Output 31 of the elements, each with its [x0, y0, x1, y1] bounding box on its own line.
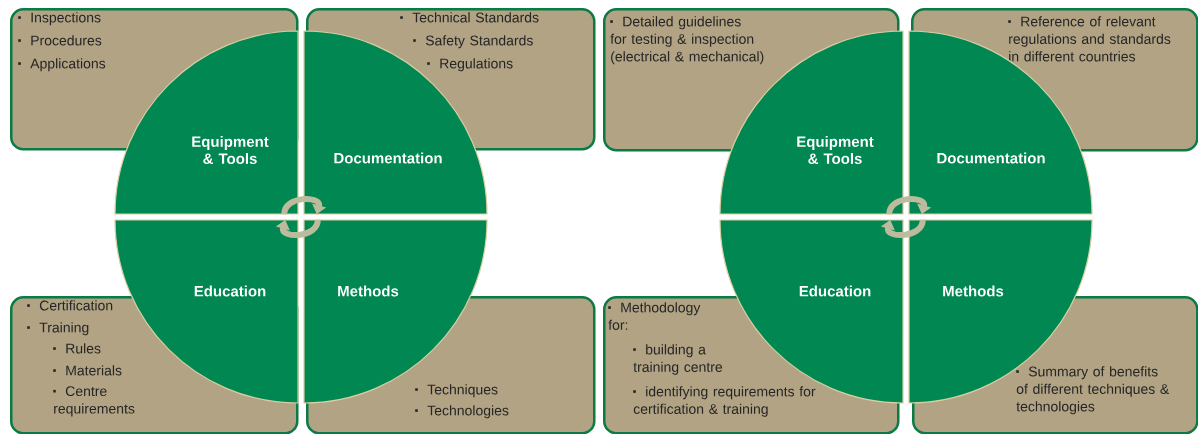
wedge-title: Education: [194, 285, 266, 297]
bullet-item: Techniques: [415, 384, 498, 398]
wedge-title: Documentation: [937, 152, 1045, 164]
bullet-item: identifying requirements for certification & training: [633, 386, 816, 417]
bullet-item: Inspections: [18, 12, 101, 26]
bullet-item: Detailed guidelines for testing & inspection (electrical & mechanical): [610, 16, 764, 65]
wedge-title: Equipment & Tools: [797, 136, 874, 164]
bullet-item: building a training centre: [633, 344, 723, 375]
bullet-item: Materials: [53, 365, 122, 376]
bullet-item: Centre requirements: [53, 386, 135, 417]
bullet-item: Applications: [18, 58, 106, 72]
bullet-item: Rules: [53, 343, 101, 354]
wedge-title: Documentation: [334, 152, 442, 164]
cycle-arrow: [275, 219, 321, 238]
wedge-title: Methods: [943, 285, 1004, 297]
wedge-title: Equipment & Tools: [192, 136, 269, 164]
cycle-arrow: [880, 219, 926, 238]
bullet-item: Safety Standards: [413, 35, 533, 49]
bullet-item: Technologies: [415, 405, 509, 419]
bullet-item: Regulations: [427, 58, 513, 72]
cycle-arrow: [886, 196, 932, 215]
bullet-item: Methodology for:: [608, 302, 701, 330]
bullet-item: Summary of benefits of different techniques & technologies: [1016, 366, 1170, 415]
cycle-arrow: [281, 196, 327, 215]
bullet-item: Procedures: [18, 35, 102, 46]
bullet-item: Certification: [27, 300, 113, 311]
bullet-item: Technical Standards: [400, 12, 539, 23]
bullet-item: Training: [27, 322, 89, 336]
bullet-item: Reference of relevant regulations and standards in different countries: [1008, 16, 1171, 62]
wedge-title: Education: [799, 285, 871, 297]
wedge-title: Methods: [338, 285, 399, 297]
